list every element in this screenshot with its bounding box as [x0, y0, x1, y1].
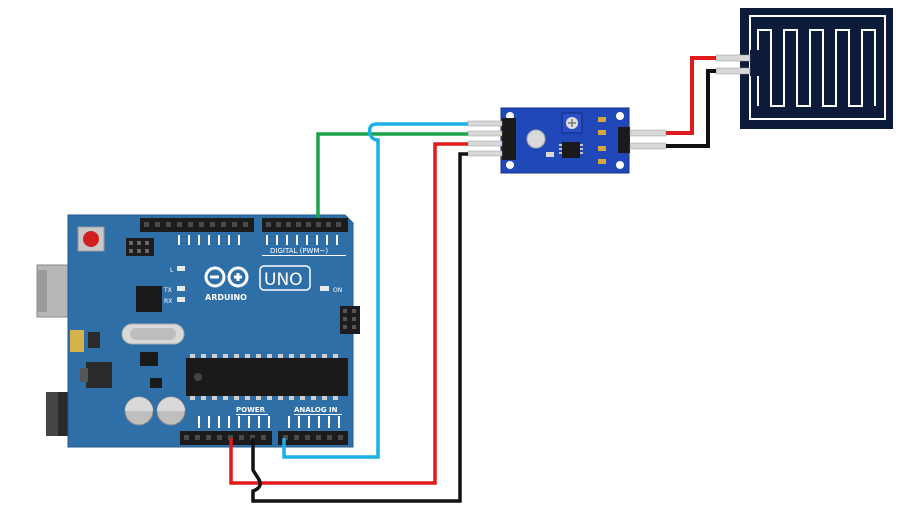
led-tx-label: TX — [163, 287, 172, 294]
digital-header-label: DIGITAL (PWM~) — [270, 247, 328, 255]
usb-interface-chip — [136, 286, 162, 312]
module-right-pins — [629, 129, 667, 150]
led-l-label: L — [170, 267, 174, 274]
plate-wire-red — [666, 56, 716, 135]
comparator-chip — [562, 142, 580, 158]
module-power-led — [526, 129, 546, 149]
digital-pin-silkscreen — [178, 235, 338, 245]
sensor-trace — [757, 29, 876, 107]
voltage-regulator — [86, 362, 112, 388]
module-4pin-header — [502, 118, 516, 160]
status-leds — [177, 266, 185, 302]
atmega-chip — [186, 354, 348, 400]
power-label: POWER — [236, 406, 266, 414]
power-pin-silkscreen — [198, 416, 340, 428]
model-label: UNO — [264, 270, 303, 290]
smd-components — [598, 117, 606, 164]
on-led — [320, 286, 329, 291]
arduino-logo — [204, 266, 249, 288]
electrolytic-capacitors — [124, 396, 186, 426]
module-2pin-header — [618, 127, 630, 153]
on-label: ON — [333, 287, 342, 294]
wire-gnd — [251, 152, 468, 503]
wire-vcc — [229, 142, 468, 485]
led-rx-label: RX — [164, 298, 172, 305]
digital-header — [140, 218, 348, 232]
uno-badge — [259, 265, 311, 291]
rain-sensor-plate — [740, 8, 893, 129]
arduino-uno-board: DIGITAL (PWM~) L TX RX ARDUINO UNO ON — [36, 214, 360, 448]
module-left-pins — [467, 120, 503, 157]
plate-wire-black — [666, 69, 716, 148]
icsp-header-top — [126, 238, 154, 256]
arduino-logo-text: ARDUINO — [205, 293, 247, 302]
wire-analog-out — [282, 122, 468, 459]
analog-in-label: ANALOG IN — [294, 406, 338, 414]
capacitor-yellow — [70, 330, 84, 352]
power-analog-headers — [180, 431, 348, 445]
wire-digital-out — [316, 132, 468, 218]
sensor-control-module — [500, 107, 630, 174]
